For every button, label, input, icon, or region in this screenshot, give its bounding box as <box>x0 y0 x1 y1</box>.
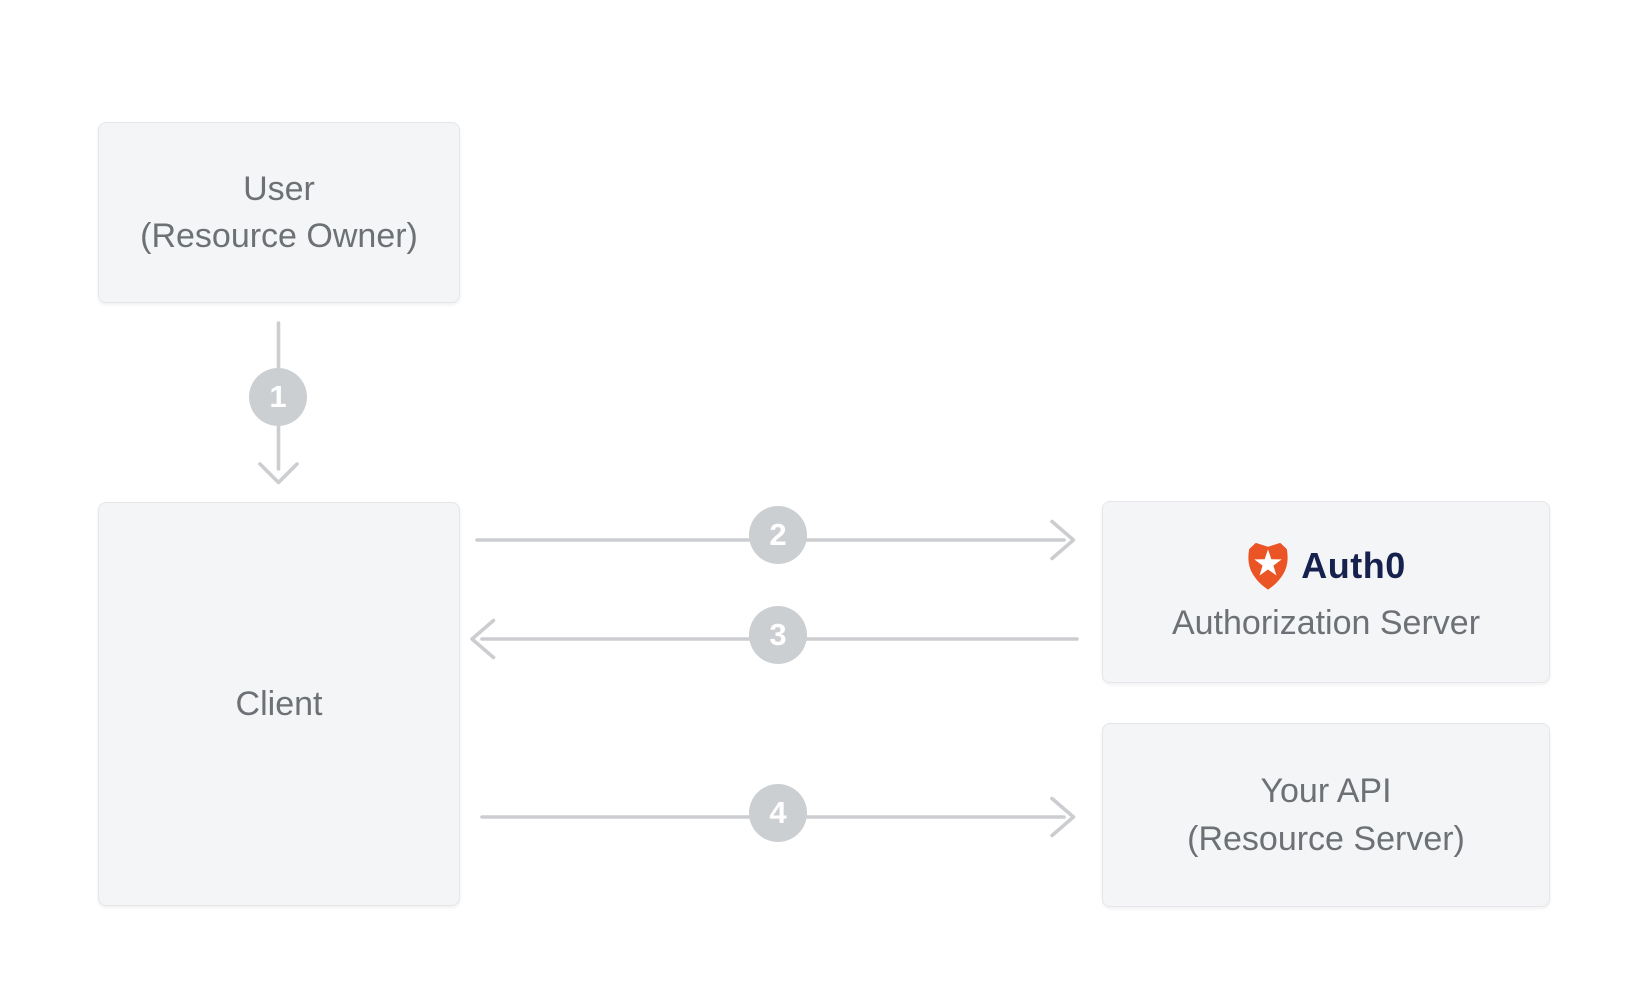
step-badge-3-number: 3 <box>769 617 787 652</box>
node-user-label-line2: (Resource Owner) <box>140 216 418 255</box>
node-client: Client <box>98 502 460 906</box>
step-badge-4: 4 <box>749 784 807 842</box>
step-badge-1-number: 1 <box>269 379 287 414</box>
node-user-label-line1: User <box>243 169 315 208</box>
arrow-4-head-right-icon <box>1050 796 1076 838</box>
step-badge-2: 2 <box>749 506 807 564</box>
node-your-api-resource-server: Your API (Resource Server) <box>1102 723 1550 907</box>
node-user-resource-owner: User (Resource Owner) <box>98 122 460 303</box>
arrow-1-head-down-icon <box>258 462 299 485</box>
step-badge-3: 3 <box>749 606 807 664</box>
node-client-label: Client <box>235 684 323 723</box>
auth0-shield-star-icon <box>1248 542 1288 590</box>
arrow-3-head-left-icon <box>470 618 496 660</box>
node-auth-label: Authorization Server <box>1171 603 1481 642</box>
arrow-2-head-right-icon <box>1050 519 1076 561</box>
auth0-logotype: Auth0 <box>1301 544 1406 586</box>
step-badge-4-number: 4 <box>769 795 787 830</box>
step-badge-1: 1 <box>249 368 307 426</box>
node-api-label-line1: Your API <box>1260 772 1392 810</box>
node-api-label-line2: (Resource Server) <box>1187 820 1465 858</box>
node-authorization-server: Auth0 Authorization Server <box>1102 501 1550 683</box>
step-badge-2-number: 2 <box>769 517 787 552</box>
auth0-brand-lockup: Auth0 <box>1246 542 1406 590</box>
